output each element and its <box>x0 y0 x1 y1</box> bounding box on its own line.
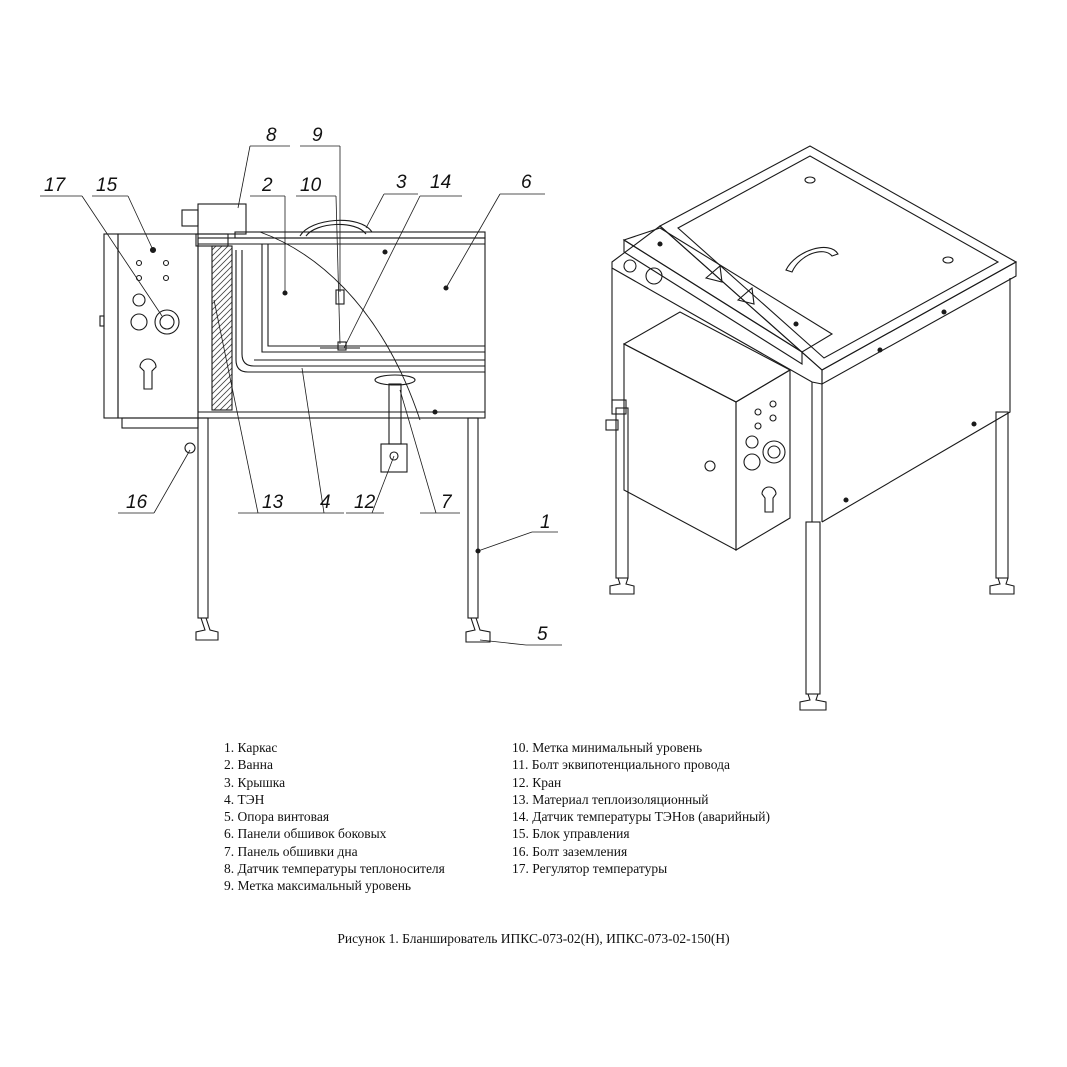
callout-labels: 1 2 3 4 5 6 7 8 9 10 12 13 14 15 16 17 <box>44 125 551 645</box>
side-view <box>99 203 491 643</box>
legend-item: 10. Метка минимальный уровень <box>512 740 703 755</box>
side-leg-right <box>467 417 479 619</box>
side-heater <box>235 250 485 373</box>
iso-leg-front <box>805 521 821 695</box>
legend-item: 17. Регулятор температуры <box>512 861 668 877</box>
legend-item: 11. Болт эквипотенциального провода <box>512 757 730 773</box>
isometric-view <box>605 145 1018 711</box>
leader-lines <box>40 145 562 646</box>
iso-lid <box>622 227 834 353</box>
legend-item: 12. Кран <box>512 774 562 790</box>
legend-item: 4. ТЭН <box>224 791 265 807</box>
side-control-box <box>103 233 119 419</box>
callout-13: 13 <box>262 492 284 513</box>
side-tank-body <box>197 237 486 419</box>
callout-10: 10 <box>300 175 322 196</box>
callout-2: 2 <box>261 175 273 196</box>
side-sensor-head <box>197 203 247 235</box>
legend-item: 14. Датчик температуры ТЭНов (аварийный) <box>512 809 770 825</box>
iso-temp-regulator-knob <box>762 440 786 464</box>
callout-1: 1 <box>540 512 551 533</box>
callout-5: 5 <box>537 624 548 645</box>
side-leg-left <box>197 417 209 619</box>
legend-item: 9. Метка максимальный уровень <box>224 878 412 894</box>
callout-14: 14 <box>430 172 451 193</box>
side-drain-pipe <box>388 383 402 445</box>
side-foot-left <box>195 617 219 641</box>
callout-6: 6 <box>521 172 532 193</box>
legend-item: 16. Болт заземления <box>512 843 628 859</box>
iso-front-face <box>611 225 823 385</box>
side-lid <box>299 219 373 237</box>
callout-4: 4 <box>320 492 331 513</box>
callout-8: 8 <box>266 125 277 146</box>
legend-item: 1. Каркас <box>224 740 278 755</box>
legend-item: 5. Опора винтовая <box>224 809 330 825</box>
legend-right: 10. Метка минимальный уровень 11. Болт э… <box>512 739 770 877</box>
figure-caption: Рисунок 1. Бланширователь ИПКС-073-02(Н)… <box>337 931 730 946</box>
iso-leg-right <box>995 411 1009 579</box>
legend-item: 13. Материал теплоизоляционный <box>512 791 709 807</box>
iso-top <box>659 145 1018 371</box>
callout-9: 9 <box>312 125 323 146</box>
legend-item: 15. Блок управления <box>512 826 630 842</box>
callout-15: 15 <box>96 175 118 196</box>
legend-item: 3. Крышка <box>224 774 286 790</box>
iso-right-face <box>821 261 1017 385</box>
side-temp-regulator-knob <box>154 309 180 335</box>
callout-3: 3 <box>396 172 407 193</box>
iso-leg-left <box>615 407 629 579</box>
callout-17: 17 <box>44 175 67 196</box>
legend-item: 6. Панели обшивок боковых <box>224 826 387 842</box>
side-drain-tap <box>380 443 408 473</box>
legend-item: 8. Датчик температуры теплоносителя <box>224 861 445 877</box>
callout-16: 16 <box>126 492 148 513</box>
legend-left: 1. Каркас 2. Ванна 3. Крышка 4. ТЭН 5. О… <box>224 739 445 895</box>
callout-7: 7 <box>441 492 453 513</box>
legend-item: 7. Панель обшивки дна <box>224 843 358 859</box>
legend-item: 2. Ванна <box>224 757 273 773</box>
side-foot-right <box>465 617 491 643</box>
callout-12: 12 <box>354 492 376 513</box>
side-insulation <box>211 245 233 411</box>
